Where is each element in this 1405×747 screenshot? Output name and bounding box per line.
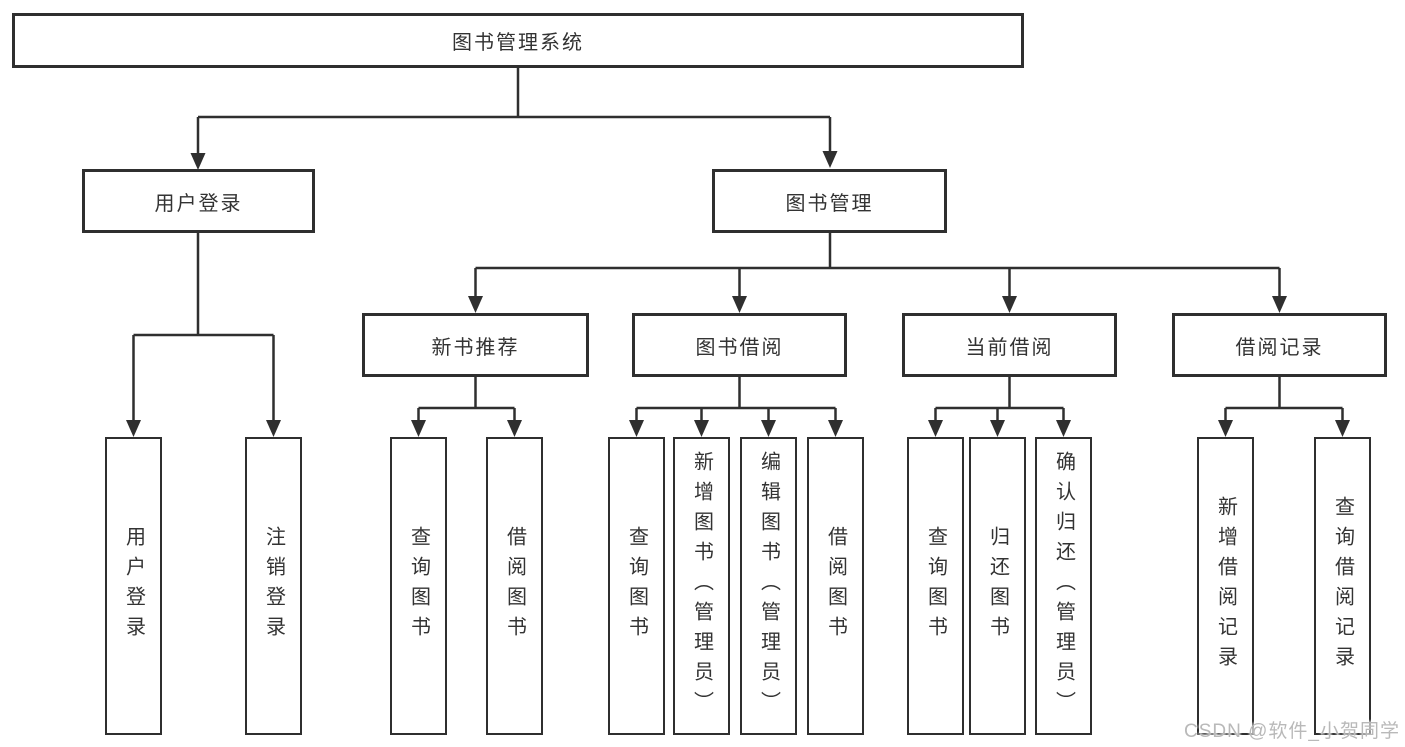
node-book-management: 图书管理 bbox=[712, 169, 947, 233]
leaf-query-books-recommend-label: 查询图书 bbox=[407, 526, 430, 646]
node-new-book-recommend: 新书推荐 bbox=[362, 313, 589, 377]
leaf-return-books-label: 归还图书 bbox=[986, 526, 1009, 646]
leaf-query-books-current-label: 查询图书 bbox=[924, 526, 947, 646]
leaf-borrow-books-recommend: 借阅图书 bbox=[486, 437, 543, 735]
leaf-confirm-return-admin-label: 确认归还（管理员） bbox=[1052, 451, 1075, 721]
node-new-book-recommend-label: 新书推荐 bbox=[431, 336, 520, 359]
leaf-return-books: 归还图书 bbox=[969, 437, 1026, 735]
arrowheads bbox=[126, 151, 1350, 437]
leaf-query-books-current: 查询图书 bbox=[907, 437, 964, 735]
leaf-query-borrow-record: 查询借阅记录 bbox=[1314, 437, 1371, 735]
leaf-query-books-recommend: 查询图书 bbox=[390, 437, 447, 735]
leaf-borrow-books-recommend-label: 借阅图书 bbox=[503, 526, 526, 646]
leaf-query-books-borrow-label: 查询图书 bbox=[625, 526, 648, 646]
node-user-login: 用户登录 bbox=[82, 169, 315, 233]
node-library-system-label: 图书管理系统 bbox=[452, 32, 584, 54]
leaf-user-login: 用户登录 bbox=[105, 437, 162, 735]
csdn-watermark: CSDN @软件_小贺同学 bbox=[1184, 721, 1400, 742]
node-library-system: 图书管理系统 bbox=[12, 13, 1024, 68]
leaf-borrow-books-label: 借阅图书 bbox=[824, 526, 847, 646]
leaf-edit-books-admin-label: 编辑图书（管理员） bbox=[757, 451, 780, 721]
leaf-logout-label: 注销登录 bbox=[262, 526, 285, 646]
leaf-add-borrow-record: 新增借阅记录 bbox=[1197, 437, 1254, 735]
node-borrow-records-label: 借阅记录 bbox=[1235, 336, 1324, 359]
node-borrow-records: 借阅记录 bbox=[1172, 313, 1387, 377]
node-user-login-label: 用户登录 bbox=[154, 192, 243, 215]
leaf-borrow-books: 借阅图书 bbox=[807, 437, 864, 735]
leaf-add-books-admin-label: 新增图书（管理员） bbox=[690, 451, 713, 721]
node-book-borrow-label: 图书借阅 bbox=[695, 336, 784, 359]
node-book-management-label: 图书管理 bbox=[785, 192, 874, 215]
leaf-query-books-borrow: 查询图书 bbox=[608, 437, 665, 735]
leaf-edit-books-admin: 编辑图书（管理员） bbox=[740, 437, 797, 735]
leaf-query-borrow-record-label: 查询借阅记录 bbox=[1331, 496, 1354, 676]
node-current-borrow-label: 当前借阅 bbox=[965, 336, 1054, 359]
leaf-add-borrow-record-label: 新增借阅记录 bbox=[1214, 496, 1237, 676]
leaf-logout: 注销登录 bbox=[245, 437, 302, 735]
leaf-confirm-return-admin: 确认归还（管理员） bbox=[1035, 437, 1092, 735]
leaf-add-books-admin: 新增图书（管理员） bbox=[673, 437, 730, 735]
leaf-user-login-label: 用户登录 bbox=[122, 526, 145, 646]
node-book-borrow: 图书借阅 bbox=[632, 313, 847, 377]
node-current-borrow: 当前借阅 bbox=[902, 313, 1117, 377]
